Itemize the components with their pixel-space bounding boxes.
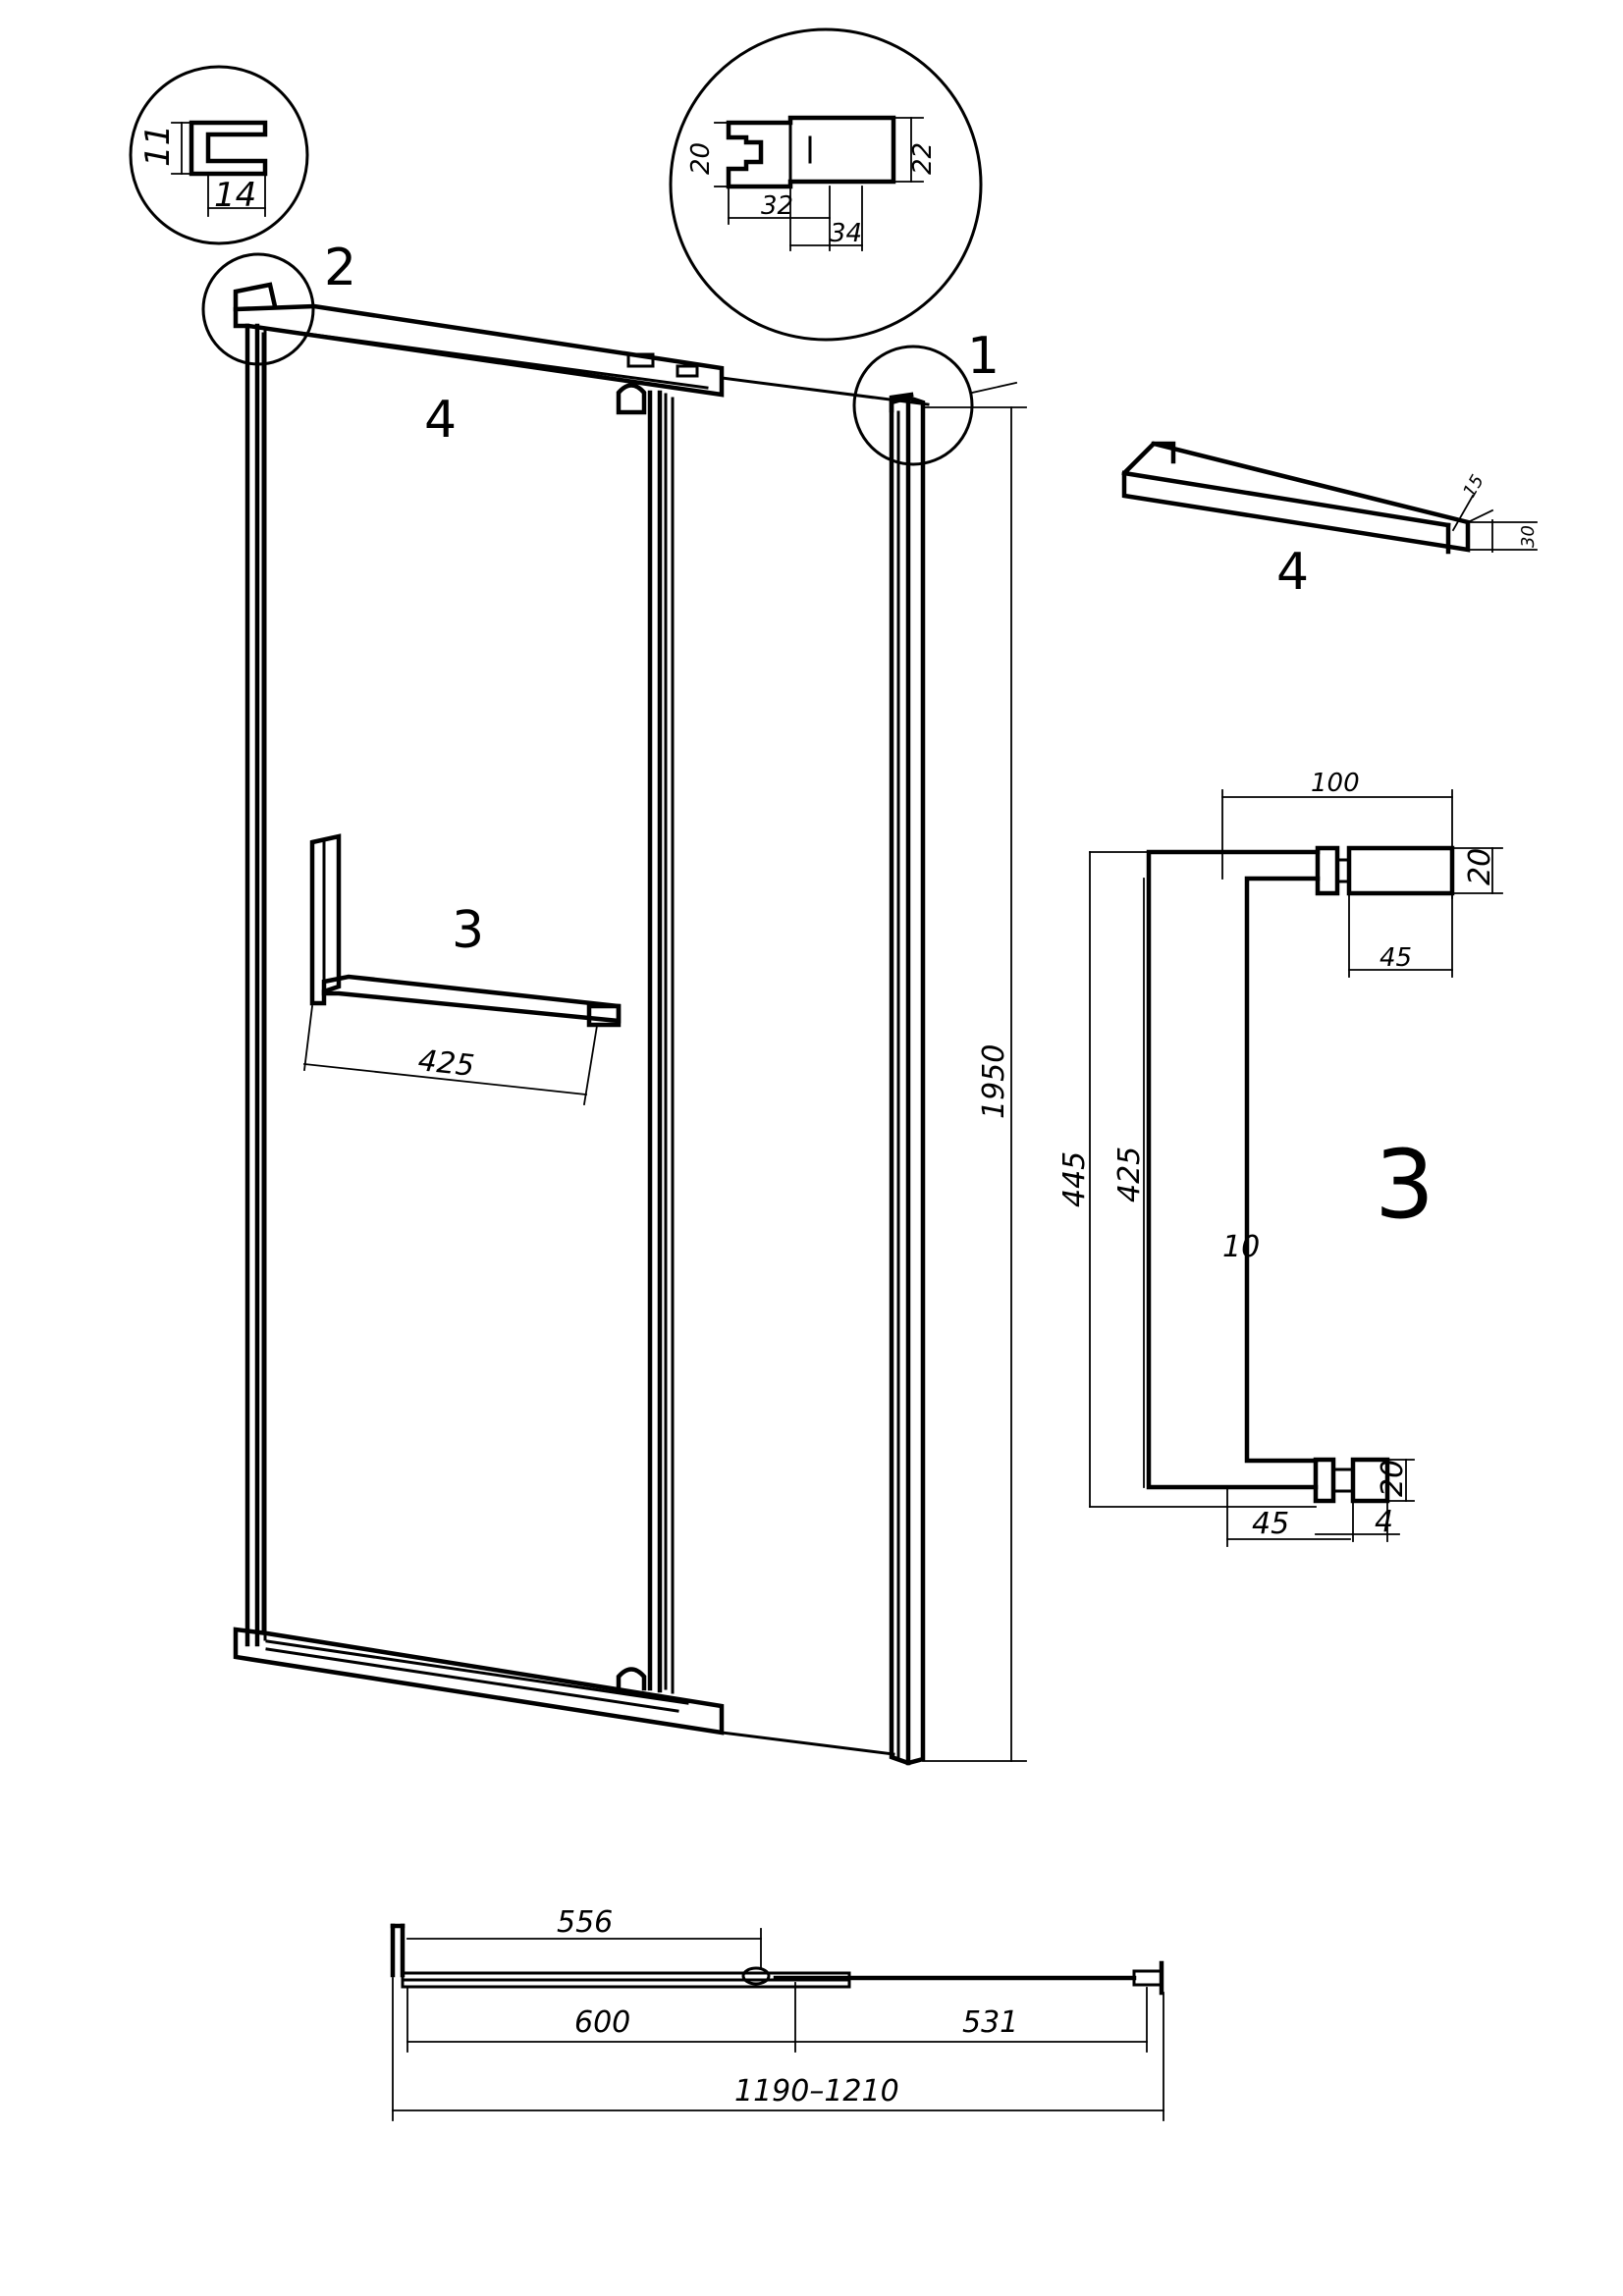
dim-handle-post-top-w: 45 <box>1380 943 1412 973</box>
callout-leader-1 <box>970 381 1018 395</box>
top-rail <box>233 282 930 406</box>
dim-handle-bar-length: 425 <box>416 1043 476 1084</box>
dim-profile-small-h: 11 <box>138 125 178 167</box>
detail-small-profile <box>129 65 309 245</box>
dim-profile-large-right: 22 <box>908 142 938 175</box>
dim-handle-washer: 4 <box>1375 1505 1393 1539</box>
dim-bar-height: 30 <box>1518 525 1539 548</box>
dim-handle-outer-len: 445 <box>1057 1151 1092 1207</box>
dim-handle-inner-len: 425 <box>1112 1147 1147 1202</box>
handle-length-dimension <box>302 1004 599 1106</box>
detail-large-profile <box>669 27 983 342</box>
callout-label-3-detail: 3 <box>1375 1130 1434 1240</box>
detail-top-bar <box>1121 441 1538 555</box>
dim-handle-post-bottom-w: 45 <box>1252 1507 1289 1541</box>
dim-height-total: 1950 <box>977 1044 1011 1119</box>
callout-circle-2 <box>201 252 315 366</box>
door-panel <box>261 332 675 1694</box>
detail-handle <box>1089 789 1503 1547</box>
dim-handle-bar-w: 10 <box>1222 1230 1260 1264</box>
right-wall-profile <box>889 392 926 1766</box>
door-handle <box>309 833 622 1028</box>
callout-circle-1 <box>852 345 974 466</box>
dim-plan-door-open: 556 <box>557 1905 613 1940</box>
callout-label-1: 1 <box>967 327 1000 386</box>
dim-handle-depth: 100 <box>1311 769 1360 798</box>
dim-profile-large-inner: 32 <box>761 191 793 221</box>
dim-profile-large-left: 20 <box>686 142 716 175</box>
callout-label-2: 2 <box>324 239 356 297</box>
bottom-rail <box>233 1627 895 1756</box>
left-wall-profile <box>244 323 267 1647</box>
dim-bar-thickness: 15 <box>1459 471 1488 501</box>
dim-handle-post-top: 20 <box>1463 848 1497 885</box>
dim-plan-fixed-width: 531 <box>962 2005 1018 2040</box>
door-assembly <box>233 282 1027 1766</box>
dim-plan-door-width: 600 <box>574 2005 630 2040</box>
plan-view <box>390 1923 1164 2121</box>
dim-handle-post-bottom: 20 <box>1376 1460 1410 1497</box>
dim-profile-small-w: 14 <box>214 176 256 215</box>
callout-label-3: 3 <box>452 901 484 960</box>
callout-label-4: 4 <box>424 391 457 450</box>
dim-plan-total-range: 1190–1210 <box>734 2074 899 2109</box>
callout-label-4-detail: 4 <box>1276 543 1309 602</box>
height-dimension <box>922 406 1027 1762</box>
dim-profile-large-outer: 34 <box>830 219 862 248</box>
